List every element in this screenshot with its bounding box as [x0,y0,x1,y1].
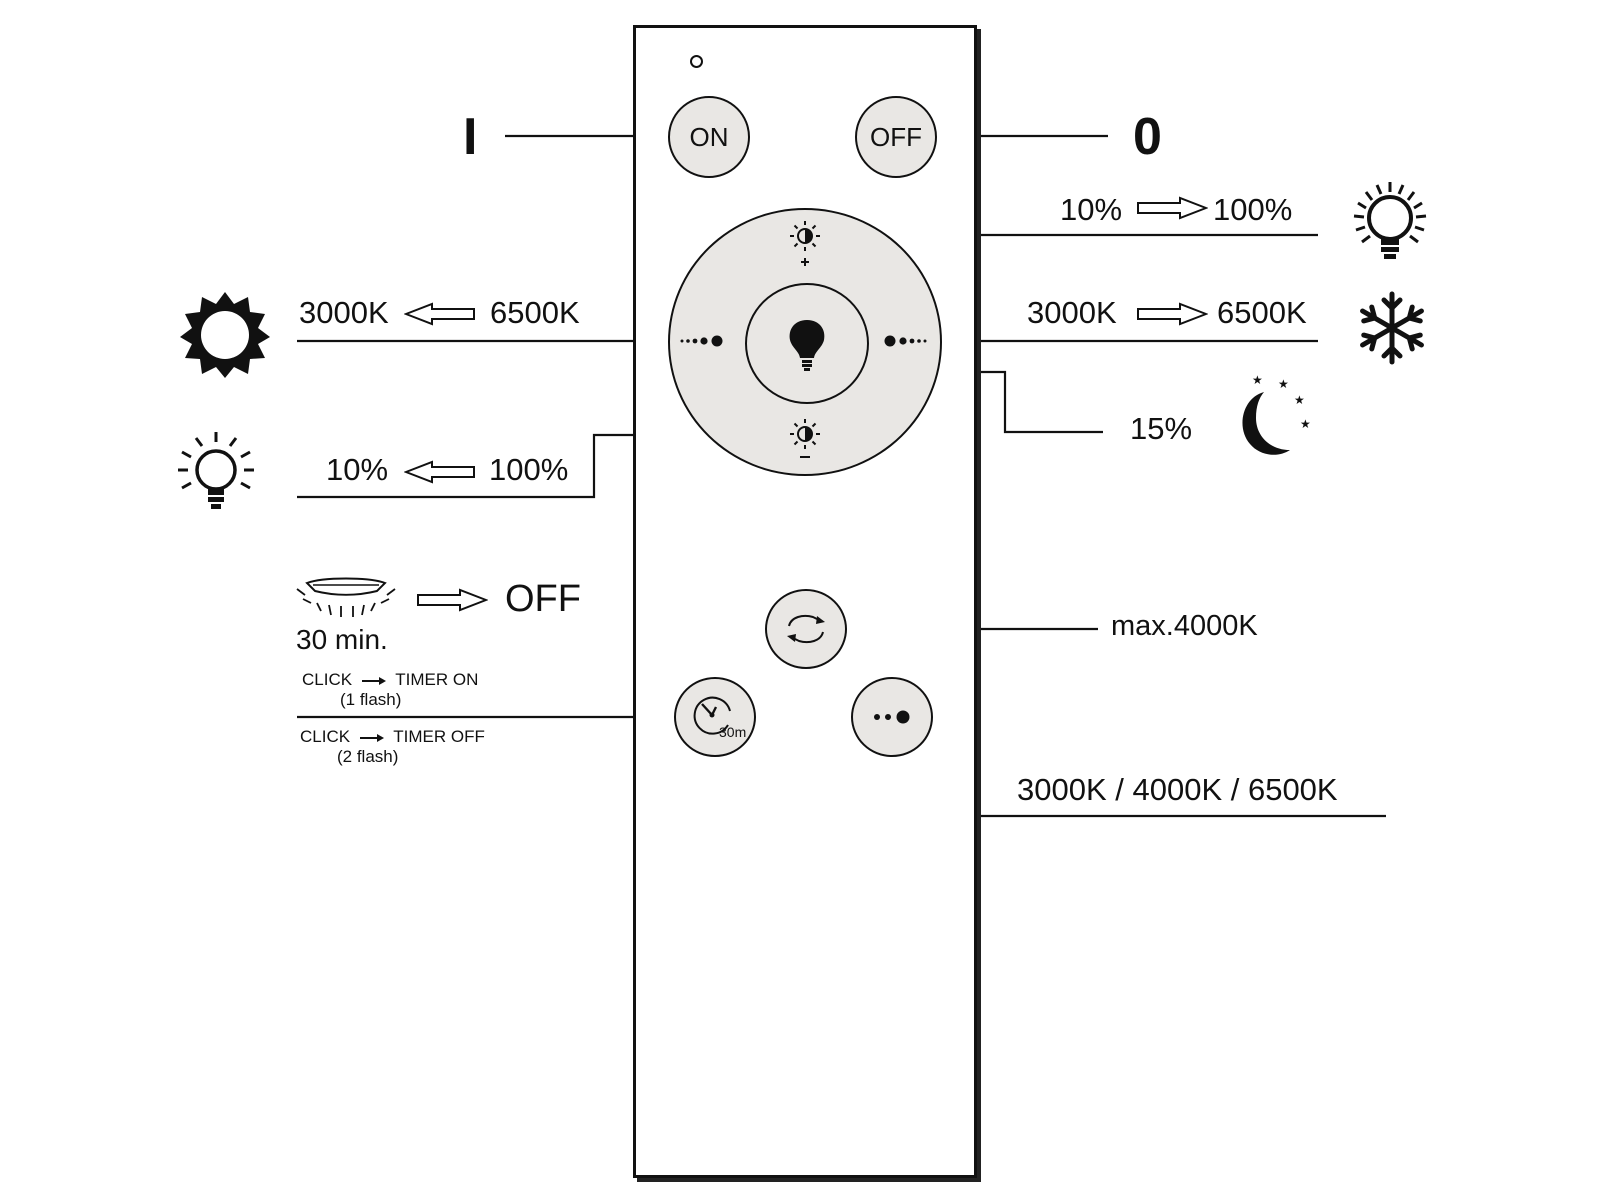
timer-off-instruction: CLICK TIMER OFF [300,727,485,747]
arrow-right-icon [1137,302,1208,326]
cycle-arrows-icon [787,614,825,644]
cool-to: 6500K [1217,295,1307,330]
timer-on-state: TIMER ON [395,670,479,689]
timer-button[interactable]: 30m [674,677,756,757]
bright-up-from: 10% [1060,192,1123,227]
timer-on-flash: (1 flash) [340,690,402,709]
svg-text:★: ★ [1252,373,1263,387]
indicator-led [690,55,703,68]
presets-button[interactable] [851,677,933,757]
small-arrow-icon [361,676,386,685]
arrow-right-icon [1137,196,1208,220]
color-temp-cool-button[interactable] [876,326,936,356]
brightness-down-button[interactable] [770,416,840,466]
dots-left-icon [680,335,723,347]
bright-up-to: 100% [1213,192,1293,227]
on-button[interactable]: ON [668,96,750,178]
moon-stars-icon: ★ ★ ★ ★ [1242,373,1311,455]
timer-result: OFF [505,578,581,620]
arrow-left-icon [404,302,475,326]
on-button-label: ON [689,121,729,152]
brightness-minus-icon [790,419,820,458]
svg-text:★: ★ [1278,377,1289,391]
night-value: 15% [1130,411,1193,446]
dots-right-icon [884,335,927,347]
presets-value: 3000K / 4000K / 6500K [1017,772,1338,807]
timer-off-state: TIMER OFF [393,727,485,746]
timer-duration: 30 min. [296,624,388,655]
night-light-button[interactable] [745,283,869,404]
timer-off-click: CLICK [300,727,351,746]
sun-icon [180,292,270,378]
off-button[interactable]: OFF [855,96,937,178]
warm-from: 3000K [299,295,389,330]
arrow-right-icon [417,588,488,612]
bulb-bright-icon [1353,182,1427,259]
dots-presets-icon [874,710,910,724]
small-arrow-icon [359,733,384,742]
ceiling-light-icon [296,577,396,617]
brightness-plus-icon [790,221,820,266]
color-temp-warm-button[interactable] [676,326,736,356]
cool-from: 3000K [1027,295,1117,330]
svg-text:★: ★ [1300,417,1311,431]
off-mark: 0 [1133,108,1162,166]
bulb-dim-icon [178,432,254,509]
timer-on-click: CLICK [302,670,353,689]
warm-to: 6500K [490,295,580,330]
off-button-label: OFF [870,121,922,152]
timer-on-instruction: CLICK TIMER ON [302,670,478,690]
cycle-mode-button[interactable] [765,589,847,669]
bulb-filled-icon [789,319,825,371]
on-mark: I [463,108,478,166]
timer-button-text: 30m [719,724,747,740]
snowflake-icon [1360,291,1424,365]
timer-clock-icon [693,696,731,735]
svg-text:★: ★ [1294,393,1305,407]
bright-down-from: 10% [326,452,389,487]
cycle-value: max.4000K [1111,610,1258,642]
brightness-up-button[interactable] [770,216,840,274]
bright-down-to: 100% [489,452,569,487]
timer-off-flash: (2 flash) [337,747,399,766]
arrow-left-icon [404,460,475,484]
